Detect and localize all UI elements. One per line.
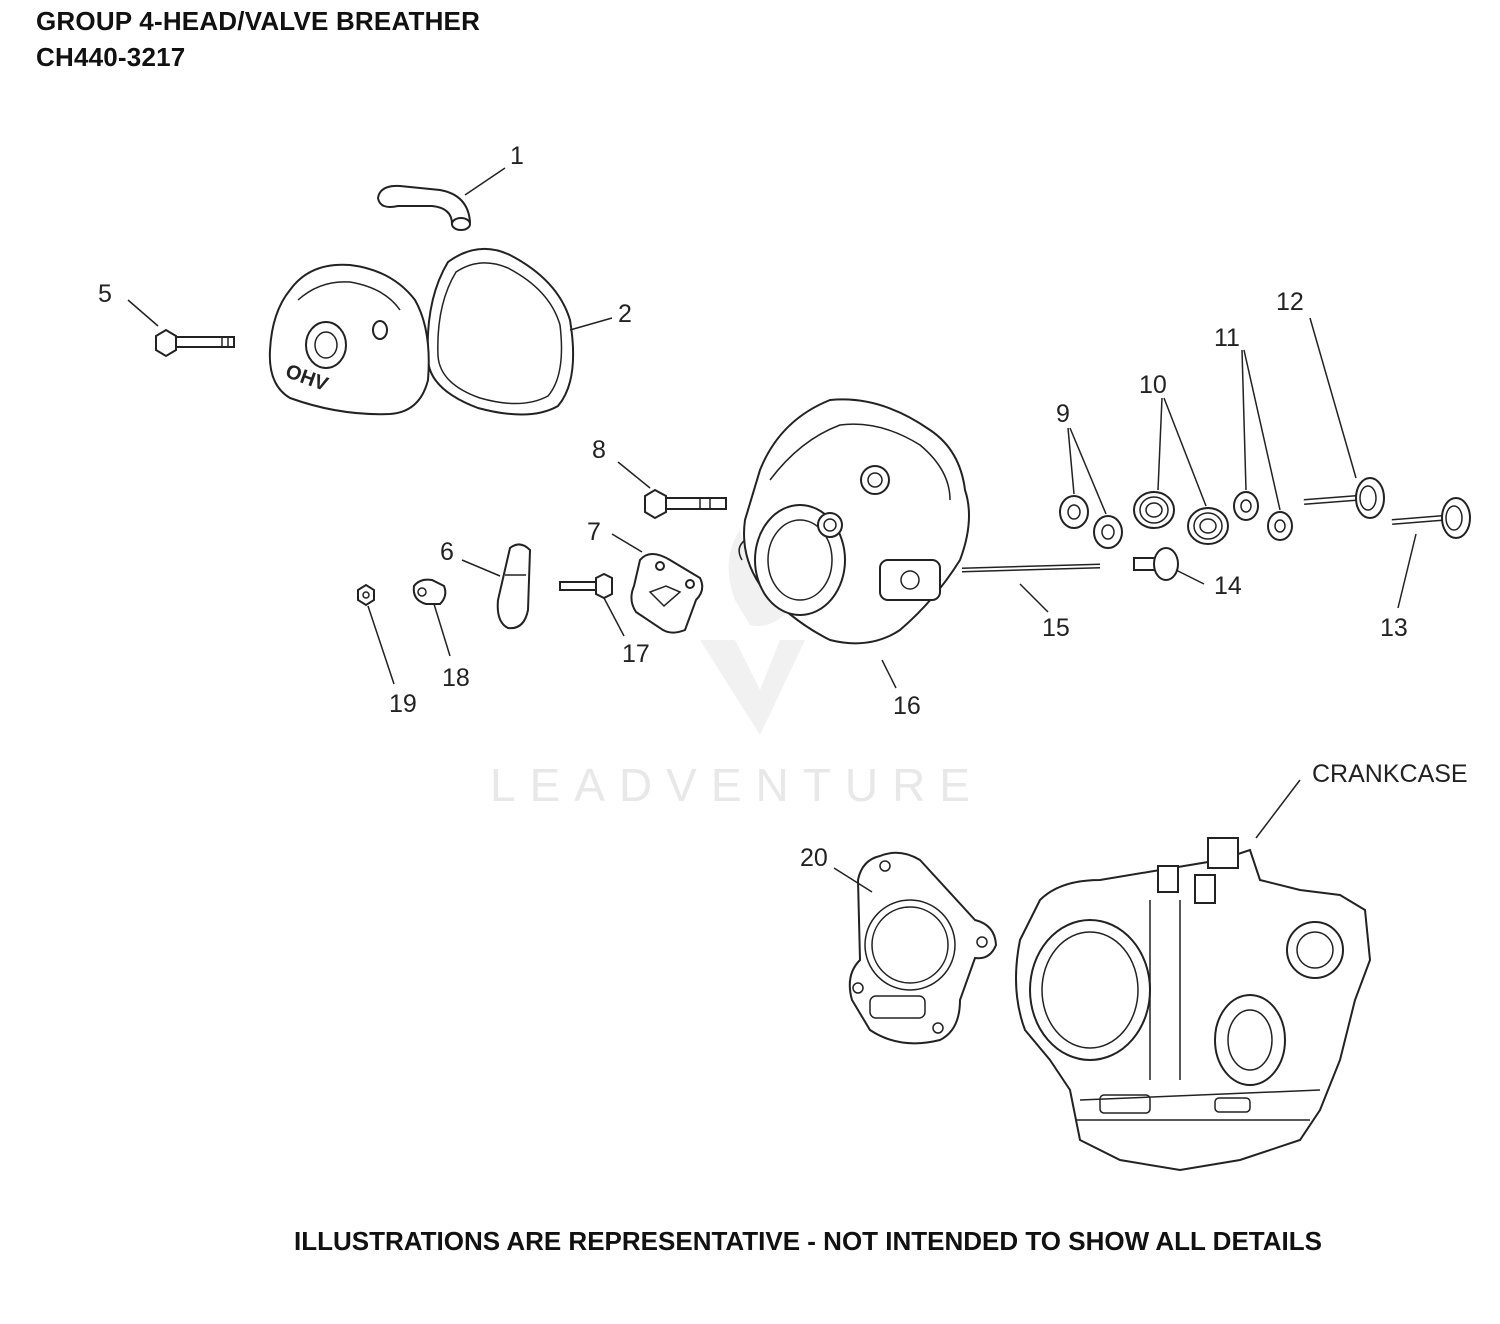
part-16-cylinder-head[interactable] bbox=[738, 398, 970, 645]
part-5-cover-bolt[interactable] bbox=[155, 328, 235, 358]
part-18-adjuster-nut[interactable] bbox=[412, 578, 447, 605]
callout-8: 8 bbox=[592, 436, 606, 464]
part-8-head-bolt[interactable] bbox=[644, 488, 727, 520]
part-7-guide-plate[interactable] bbox=[630, 553, 704, 634]
page-title: GROUP 4-HEAD/VALVE BREATHER bbox=[36, 6, 481, 36]
callout-crankcase: CRANKCASE bbox=[1312, 760, 1468, 788]
callout-20: 20 bbox=[800, 844, 828, 872]
callout-15: 15 bbox=[1042, 614, 1070, 642]
part-19-jam-nut[interactable] bbox=[357, 583, 375, 607]
callout-7: 7 bbox=[587, 518, 601, 546]
part-1-breather-hose[interactable] bbox=[376, 184, 472, 231]
watermark: LEADVENTURE bbox=[490, 759, 984, 811]
part-20-head-gasket[interactable] bbox=[848, 851, 998, 1045]
part-12-intake-valve[interactable] bbox=[1303, 477, 1385, 519]
part-17-rocker-stud[interactable] bbox=[559, 572, 613, 600]
valve-cover[interactable]: OHV bbox=[268, 263, 430, 416]
part-10-valve-springs[interactable] bbox=[1133, 491, 1229, 545]
part-13-exhaust-valve[interactable] bbox=[1391, 497, 1471, 539]
callout-5: 5 bbox=[98, 280, 112, 308]
callout-12: 12 bbox=[1276, 288, 1304, 316]
disclaimer-note: ILLUSTRATIONS ARE REPRESENTATIVE - NOT I… bbox=[294, 1226, 1322, 1256]
callout-14: 14 bbox=[1214, 572, 1242, 600]
model-number: CH440-3217 bbox=[36, 42, 186, 72]
part-14-valve-cap[interactable] bbox=[1133, 547, 1179, 581]
callout-19: 19 bbox=[389, 690, 417, 718]
callout-1: 1 bbox=[510, 142, 524, 170]
callout-10: 10 bbox=[1139, 371, 1167, 399]
part-11-valve-seals[interactable] bbox=[1233, 491, 1293, 541]
part-15-push-rod[interactable] bbox=[961, 563, 1101, 573]
callout-16: 16 bbox=[893, 692, 921, 720]
callout-11: 11 bbox=[1214, 324, 1240, 352]
callout-2: 2 bbox=[618, 300, 632, 328]
part-2-cover-gasket[interactable] bbox=[426, 247, 575, 416]
callout-18: 18 bbox=[442, 664, 470, 692]
callout-9: 9 bbox=[1056, 400, 1070, 428]
callout-13: 13 bbox=[1380, 614, 1408, 642]
part-6-rocker-arm[interactable] bbox=[496, 543, 532, 630]
crankcase[interactable] bbox=[1015, 837, 1372, 1172]
part-9-spring-retainers[interactable] bbox=[1059, 495, 1123, 549]
callout-6: 6 bbox=[440, 538, 454, 566]
callout-17: 17 bbox=[622, 640, 650, 668]
